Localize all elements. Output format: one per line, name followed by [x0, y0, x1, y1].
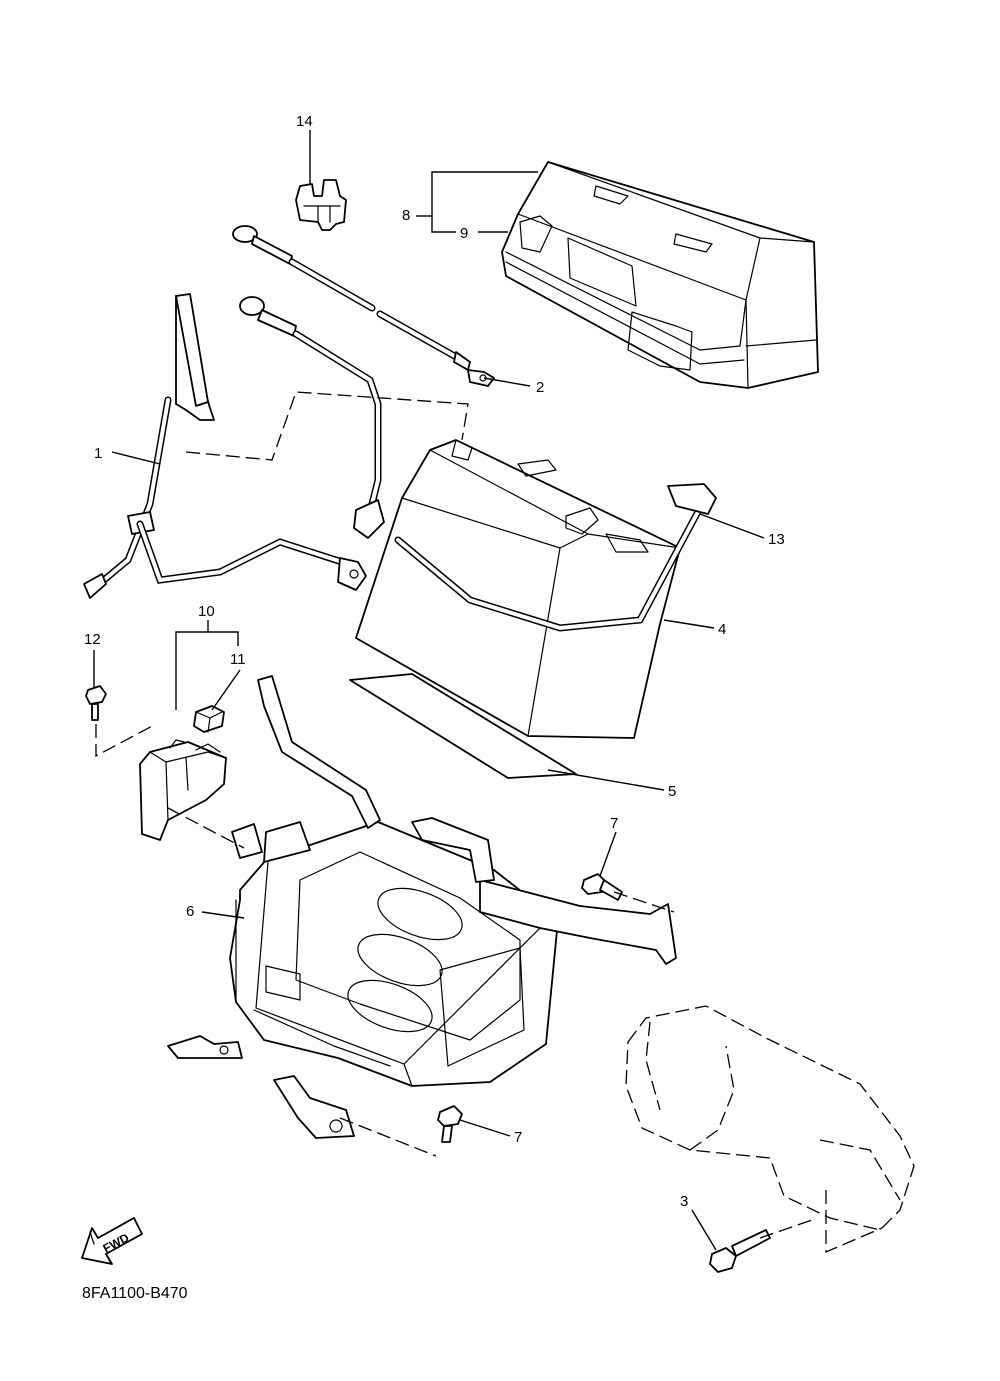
starter-relay-part	[139, 739, 227, 841]
callout-5: 5	[668, 783, 676, 800]
relay-bolt-part	[85, 685, 107, 721]
battery-cover-part	[501, 161, 819, 389]
callout-7-lower: 7	[514, 1129, 522, 1146]
callout-10: 10	[198, 603, 215, 620]
callout-9: 9	[460, 225, 468, 242]
callout-13: 13	[768, 531, 785, 548]
starter-motor-outline	[625, 1005, 915, 1231]
assembly-lines	[95, 391, 883, 1253]
battery-pad-part	[349, 673, 577, 779]
callouts: 1 2 3 4 5 6 7 7 8 9 10 11 12 13 14	[84, 113, 785, 1210]
callout-14: 14	[296, 113, 313, 130]
leader-lines	[93, 130, 765, 1251]
clip-part	[295, 179, 347, 231]
forward-arrow-icon: FWD	[81, 1217, 143, 1265]
positive-cable-part	[239, 296, 717, 632]
callout-7-upper: 7	[610, 815, 618, 832]
box-bolt-lower-part	[437, 1105, 463, 1143]
callout-12: 12	[84, 631, 101, 648]
diagram-code: 8FA1100-B470	[82, 1285, 188, 1302]
callout-6: 6	[186, 903, 194, 920]
callout-2: 2	[536, 379, 544, 396]
callout-8: 8	[402, 207, 410, 224]
negative-cable-part	[232, 225, 495, 387]
battery-box-part	[167, 675, 677, 1139]
callout-4: 4	[718, 621, 726, 638]
starter-bolt-part	[709, 1229, 771, 1273]
callout-1: 1	[94, 445, 102, 462]
battery-part	[355, 439, 681, 739]
callout-3: 3	[680, 1193, 688, 1210]
callout-11: 11	[230, 651, 246, 668]
box-bolt-upper-part	[581, 873, 623, 901]
fuse-part	[193, 705, 225, 733]
ground-cable-part	[83, 293, 367, 599]
